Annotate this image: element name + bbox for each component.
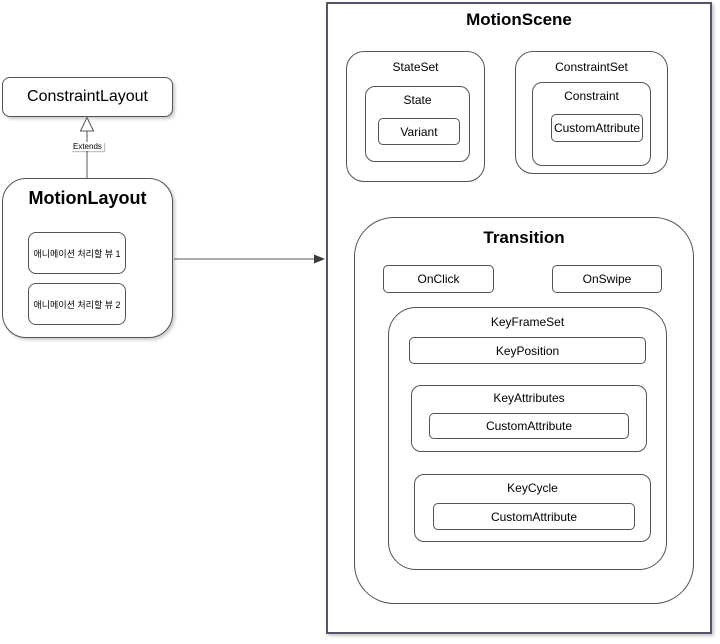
constraint-node: Constraint CustomAttribute [532,82,651,166]
variant-label: Variant [400,124,438,139]
keycycle-title: KeyCycle [507,481,558,495]
motionscene-container: MotionScene StateSet State Variant Const… [326,2,712,634]
keyattributes-title: KeyAttributes [493,391,565,405]
state-title: State [403,93,432,107]
animated-view-node-1: 애니메이션 처리할 뷰 1 [28,232,126,274]
transition-node: Transition OnClick OnSwipe KeyFrameSet K… [354,217,694,604]
constraintlayout-node: ConstraintLayout [2,77,173,117]
variant-node: Variant [378,118,460,145]
onclick-label: OnClick [417,272,460,286]
constraint-customattribute-label: CustomAttribute [553,121,641,135]
keyattributes-node: KeyAttributes CustomAttribute [411,385,647,452]
motionlayout-node: MotionLayout 애니메이션 처리할 뷰 1 애니메이션 처리할 뷰 2 [2,178,173,338]
keyattributes-customattribute-label: CustomAttribute [485,419,573,433]
animated-view-label-1: 애니메이션 처리할 뷰 1 [33,248,121,259]
constraint-title: Constraint [564,89,619,103]
animated-view-label-2: 애니메이션 처리할 뷰 2 [33,299,121,310]
onswipe-node: OnSwipe [552,265,662,293]
association-arrow [174,254,325,264]
association-arrowhead-icon [314,254,325,264]
keycycle-node: KeyCycle CustomAttribute [414,474,651,542]
constraint-customattribute-node: CustomAttribute [551,114,643,142]
extends-label: Extends [71,142,104,151]
keyframeset-node: KeyFrameSet KeyPosition KeyAttributes Cu… [388,307,667,570]
onswipe-label: OnSwipe [582,272,632,286]
keyposition-label: KeyPosition [495,343,560,358]
stateset-node: StateSet State Variant [346,51,485,182]
keyposition-node: KeyPosition [409,337,646,364]
constraintset-node: ConstraintSet Constraint CustomAttribute [515,51,668,174]
state-node: State Variant [365,86,470,162]
constraintset-title: ConstraintSet [555,60,628,74]
motionscene-title: MotionScene [466,10,572,29]
motionlayout-title: MotionLayout [28,188,147,208]
keycycle-customattribute-node: CustomAttribute [433,503,635,530]
constraintlayout-label: ConstraintLayout [27,88,148,105]
transition-title: Transition [483,228,565,247]
stateset-title: StateSet [392,60,439,74]
keycycle-customattribute-label: CustomAttribute [490,509,578,524]
inheritance-arrowhead-icon [79,116,95,132]
animated-view-node-2: 애니메이션 처리할 뷰 2 [28,283,126,325]
keyframeset-title: KeyFrameSet [490,315,565,329]
keyattributes-customattribute-node: CustomAttribute [429,413,629,439]
onclick-node: OnClick [383,265,494,293]
